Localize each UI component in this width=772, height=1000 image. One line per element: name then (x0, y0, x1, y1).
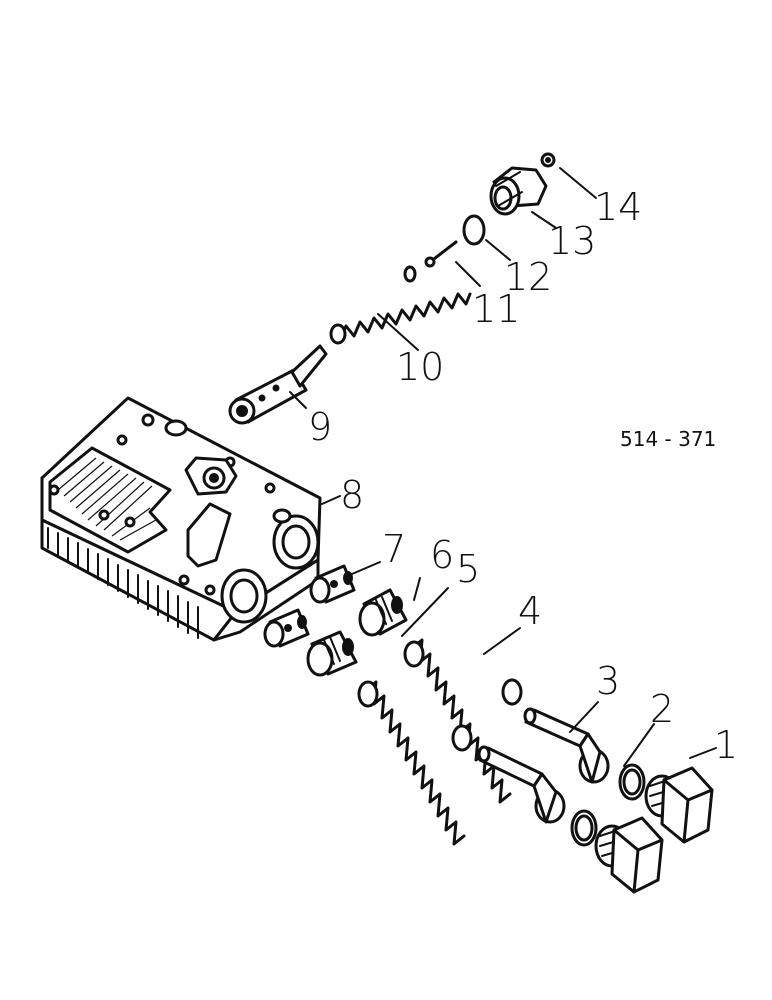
callout-13: 13 (548, 219, 596, 263)
callout-14: 14 (594, 185, 642, 229)
leader-lines (289, 167, 717, 767)
callout-labels: 1 2 3 4 5 6 7 8 9 10 11 12 13 14 (308, 185, 738, 767)
callout-4: 4 (518, 589, 542, 633)
hex-plug-upper (644, 766, 714, 844)
o-ring-left (570, 809, 598, 847)
guide-pin-lower (477, 745, 566, 824)
plunger (228, 344, 328, 425)
callout-8: 8 (340, 473, 364, 517)
callout-10: 10 (396, 345, 444, 389)
bushing-lower (306, 630, 358, 677)
callout-12: 12 (504, 255, 552, 299)
spring-lower (357, 680, 473, 846)
callout-11: 11 (472, 287, 520, 331)
callout-1: 1 (714, 723, 738, 767)
figure-code: 514 - 371 (620, 427, 716, 451)
o-ring-upper (462, 214, 486, 246)
o-ring-right (618, 763, 646, 801)
bushing-upper (358, 588, 408, 637)
callout-6: 6 (430, 533, 454, 577)
valve-housing (40, 396, 322, 642)
callout-3: 3 (596, 659, 620, 703)
ball (540, 152, 556, 168)
sleeve-upper (309, 564, 356, 604)
callout-5: 5 (456, 547, 480, 591)
spring-middle (403, 638, 523, 804)
callout-9: 9 (308, 405, 332, 449)
guide-pin-upper (523, 707, 610, 784)
hex-plug-lower (594, 816, 664, 894)
pin (424, 240, 458, 268)
sleeve-lower (263, 608, 310, 648)
callout-7: 7 (382, 527, 406, 571)
plug-upper (489, 166, 548, 216)
callout-2: 2 (650, 687, 674, 731)
spring-upper (329, 265, 472, 345)
